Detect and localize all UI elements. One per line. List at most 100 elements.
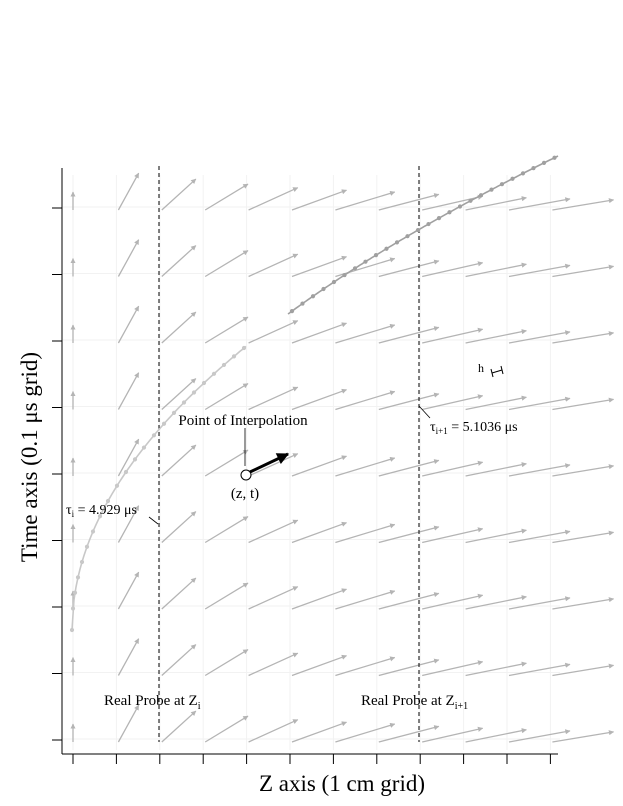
vector-arrow [465,661,527,677]
vector-arrow [161,577,197,610]
vector-arrow [117,172,140,211]
vector-arrow [204,715,249,743]
trajectory-segment-left [71,345,247,631]
vector-arrow [508,463,571,477]
vector-arrow [335,456,396,477]
trajectory-dot [436,216,442,221]
trajectory-dot [84,544,90,549]
trajectory-dot [70,606,76,611]
trajectory-curve [69,155,559,633]
vector-arrow [161,378,197,410]
trajectory-dot [72,590,78,595]
trajectory-dot [114,483,120,488]
vector-arrow [291,455,347,477]
tau-i1-label: τi+1 = 5.1036 μs [430,420,518,436]
vector-arrow [335,390,396,411]
vector-arrow [508,529,571,544]
vector-arrow [552,331,615,344]
vector-arrow [335,323,396,344]
vector-arrow [291,388,347,411]
trajectory-dot [541,160,547,166]
vector-arrow [422,327,484,344]
vector-arrow [422,394,484,411]
vector-arrow [248,253,299,278]
vector-arrow [204,516,249,544]
vector-arrow [204,383,249,411]
vector-arrow [552,397,615,411]
trajectory-dot [352,266,358,271]
vector-arrow [422,261,484,278]
trajectory-dot [363,259,368,264]
vector-arrow [552,730,615,743]
trajectory-dot [69,627,75,633]
vector-arrow [465,196,527,211]
vector-arrow [335,589,396,610]
vector-arrow [422,660,484,677]
vector-arrow [508,596,571,610]
trajectory-dot [171,410,177,415]
vector-arrow [335,722,396,743]
vector-arrow [161,511,197,543]
axes [52,168,558,764]
y-axis-label: Time axis (0.1 μs grid) [17,352,42,562]
vector-arrow [552,464,615,477]
vector-arrow [291,588,347,610]
trajectory-dot [321,286,326,292]
vector-arrow [508,729,571,743]
trajectory-dot [405,234,410,239]
vector-arrow [291,654,347,677]
point-of-interpolation-label: Point of Interpolation [178,413,308,429]
trajectory-dot [241,345,247,351]
trajectory-dot [310,294,316,299]
vector-arrow [552,264,615,278]
background-grid [63,175,560,750]
vector-arrow [117,638,140,676]
vector-arrow [291,322,347,344]
vector-arrow [508,396,571,411]
vector-arrow [378,259,440,278]
vector-arrow [378,326,440,344]
vector-arrow [378,725,440,743]
vector-arrow [378,392,440,411]
trajectory-dot [510,176,515,181]
vector-arrow [552,530,615,544]
vector-arrow [117,704,140,743]
x-axis-ticks [72,754,551,764]
vector-arrow [508,263,571,278]
trajectory-dot [181,400,187,405]
vector-arrow [465,528,527,544]
step-size-marker [490,365,504,378]
tau-i-leader [148,516,159,525]
vector-arrow [161,311,197,344]
vector-arrow [465,728,527,743]
vector-arrow [291,255,347,278]
vector-arrow [465,262,527,278]
trajectory-dot [415,227,421,233]
vector-arrow [291,521,347,544]
trajectory-dot [457,204,463,209]
vector-arrow [117,505,140,543]
trajectory-dot [289,309,295,314]
vector-arrow [378,658,440,677]
vector-arrow [508,330,571,344]
trajectory-dot [447,210,452,215]
vector-arrow [204,582,249,610]
vector-arrow [248,187,299,211]
vector-arrow [378,459,440,477]
vector-arrow [422,593,484,610]
trajectory-dot [191,390,197,395]
trajectory-dot [394,240,400,245]
trajectory-dot [132,457,138,462]
vector-arrow [204,649,249,677]
trajectory-dot [105,498,111,504]
probe-right-label: Real Probe at Zi+1 [361,693,468,712]
vector-arrow [422,527,484,544]
vector-arrow [335,523,396,544]
vector-arrow [204,250,249,278]
trajectory-dot [151,433,157,438]
trajectory-dot [552,155,557,160]
x-axis-label: Z axis (1 cm grid) [259,771,425,796]
vector-arrow [422,194,484,211]
vector-arrow [161,710,197,743]
